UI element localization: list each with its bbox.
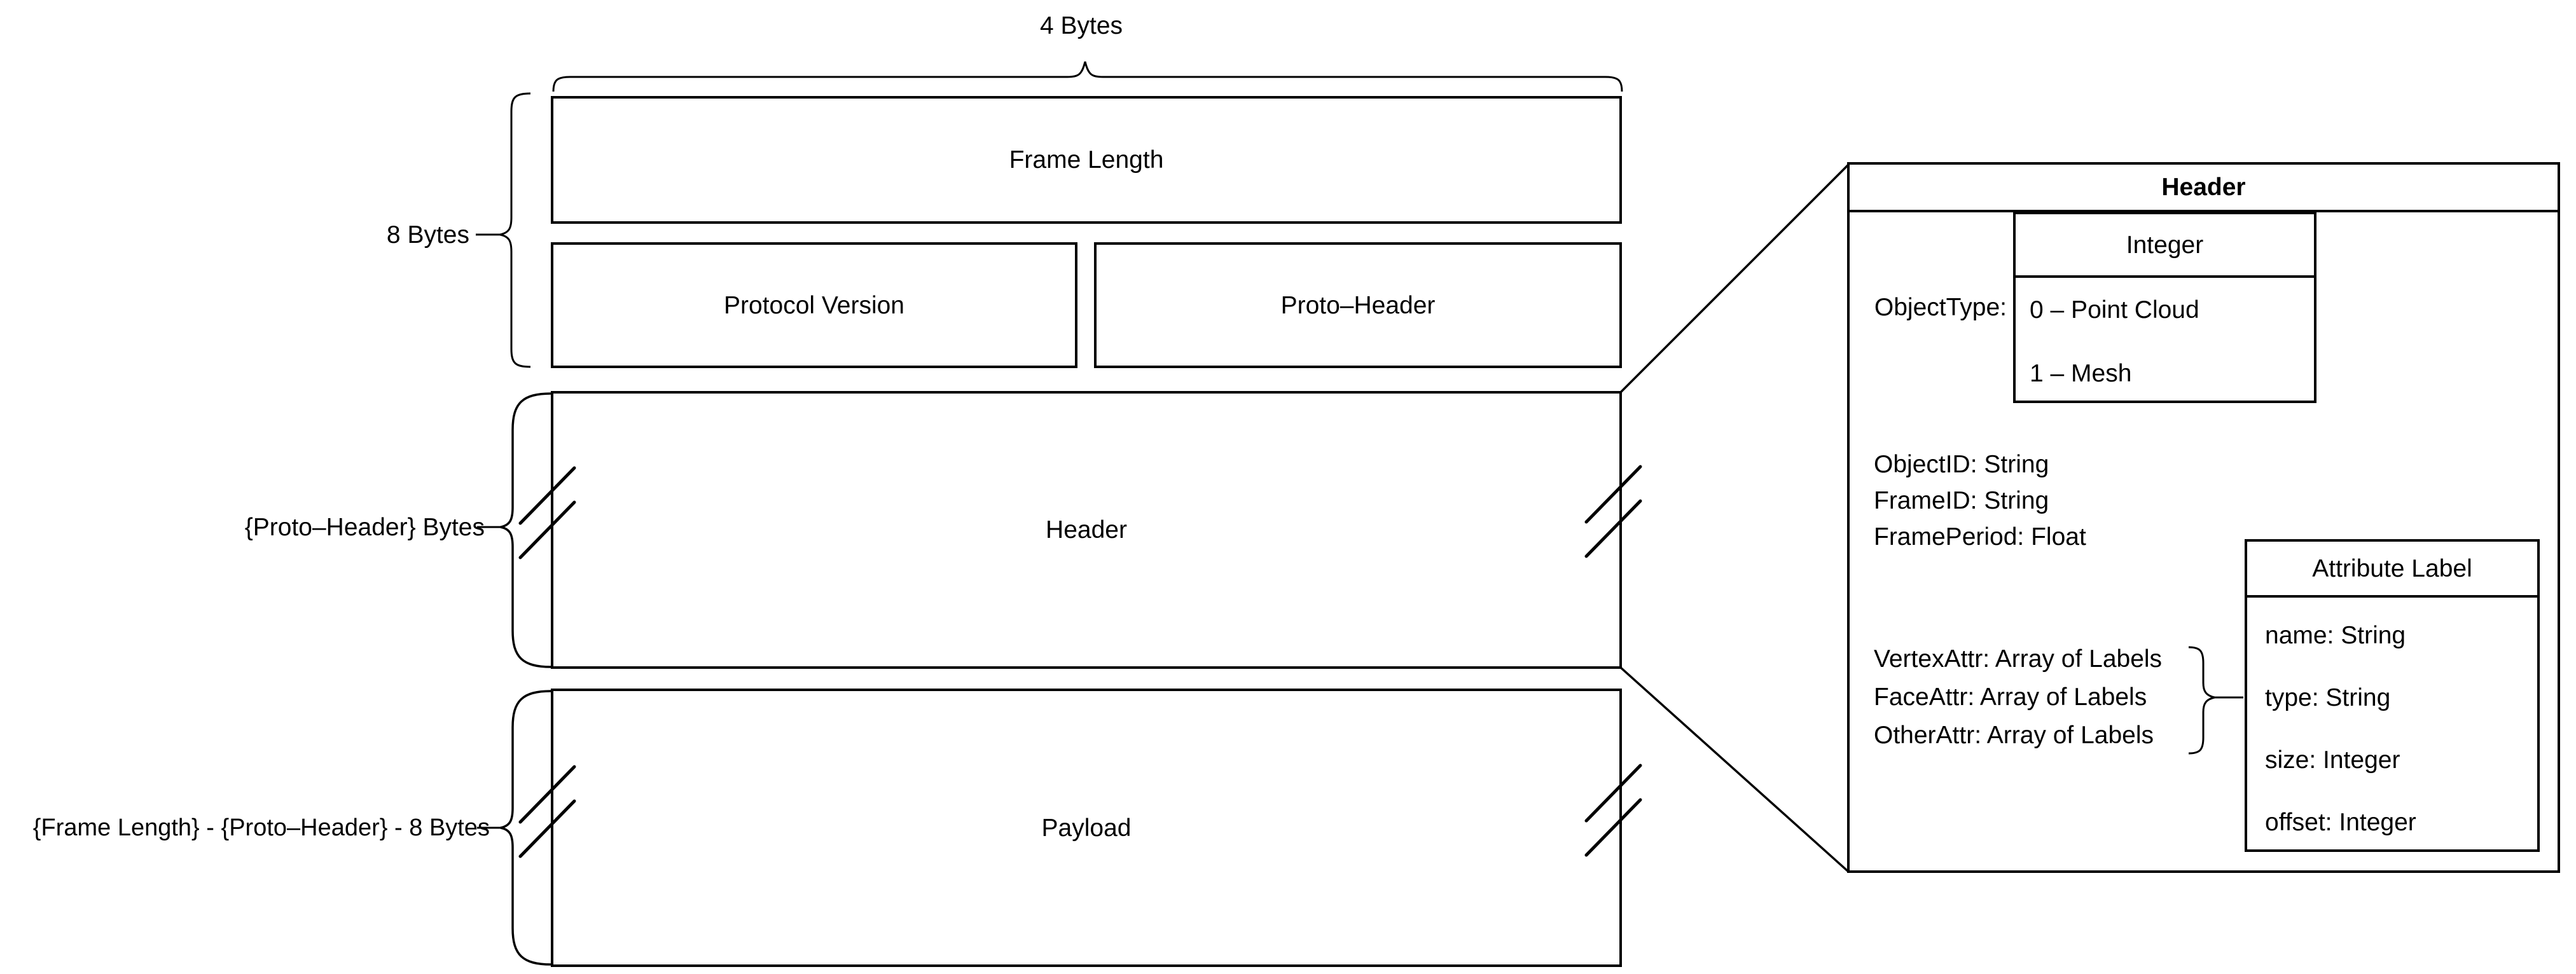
header-fields: ObjectID: String FrameID: String FramePe… (1874, 446, 2086, 555)
attribute-table-row: type: String (2265, 683, 2391, 711)
attribute-label-table: Attribute Label name: String type: Strin… (2245, 539, 2540, 852)
callout-line-top (1619, 163, 1850, 394)
callout-line-bottom (1619, 666, 1850, 873)
object-type-label: ObjectType: (1874, 293, 2007, 321)
frame-length-box: Frame Length (551, 96, 1622, 224)
payload-label: Payload (1041, 814, 1132, 842)
integer-table: Integer 0 – Point Cloud 1 – Mesh (2013, 212, 2316, 403)
protocol-version-label: Protocol Version (724, 291, 904, 319)
field-objectid: ObjectID: String (1874, 451, 2049, 478)
eight-bytes-label: 8 Bytes (386, 221, 469, 249)
proto-header-bytes-label: {Proto–Header} Bytes (244, 513, 485, 541)
header-detail-box: Header (1847, 162, 2560, 873)
protocol-version-box: Protocol Version (551, 242, 1077, 368)
header-break-marks (518, 465, 1642, 559)
attr-fields: VertexAttr: Array of Labels FaceAttr: Ar… (1874, 640, 2162, 754)
integer-table-header: Integer (2016, 214, 2314, 278)
integer-table-row: 1 – Mesh (2030, 359, 2132, 387)
payload-box: Payload (551, 689, 1622, 967)
field-frameid: FrameID: String (1874, 487, 2049, 514)
attribute-table-row: offset: Integer (2265, 808, 2416, 836)
field-otherattr: OtherAttr: Array of Labels (1874, 721, 2154, 749)
proto-header-label: Proto–Header (1280, 291, 1436, 319)
eight-bytes-brace (476, 92, 531, 368)
proto-header-bytes-brace (477, 392, 551, 668)
field-frameperiod: FramePeriod: Float (1874, 523, 2086, 551)
proto-header-box: Proto–Header (1094, 242, 1622, 368)
field-faceattr: FaceAttr: Array of Labels (1874, 683, 2147, 711)
header-label: Header (1046, 516, 1127, 544)
field-vertexattr: VertexAttr: Array of Labels (1874, 645, 2163, 673)
attribute-label-table-header: Attribute Label (2247, 542, 2537, 598)
attribute-table-row: name: String (2265, 621, 2406, 649)
payload-bytes-brace (477, 690, 551, 966)
header-detail-title: Header (1850, 165, 2558, 212)
four-bytes-label: 4 Bytes (1039, 11, 1123, 39)
frame-length-label: Frame Length (1009, 146, 1164, 174)
attr-group-brace (2188, 646, 2243, 755)
attribute-table-row: size: Integer (2265, 746, 2400, 774)
four-bytes-brace (552, 61, 1623, 92)
payload-bytes-label: {Frame Length} - {Proto–Header} - 8 Byte… (32, 814, 490, 841)
integer-table-row: 0 – Point Cloud (2030, 296, 2199, 324)
header-box: Header (551, 391, 1622, 669)
payload-break-marks (518, 764, 1642, 858)
